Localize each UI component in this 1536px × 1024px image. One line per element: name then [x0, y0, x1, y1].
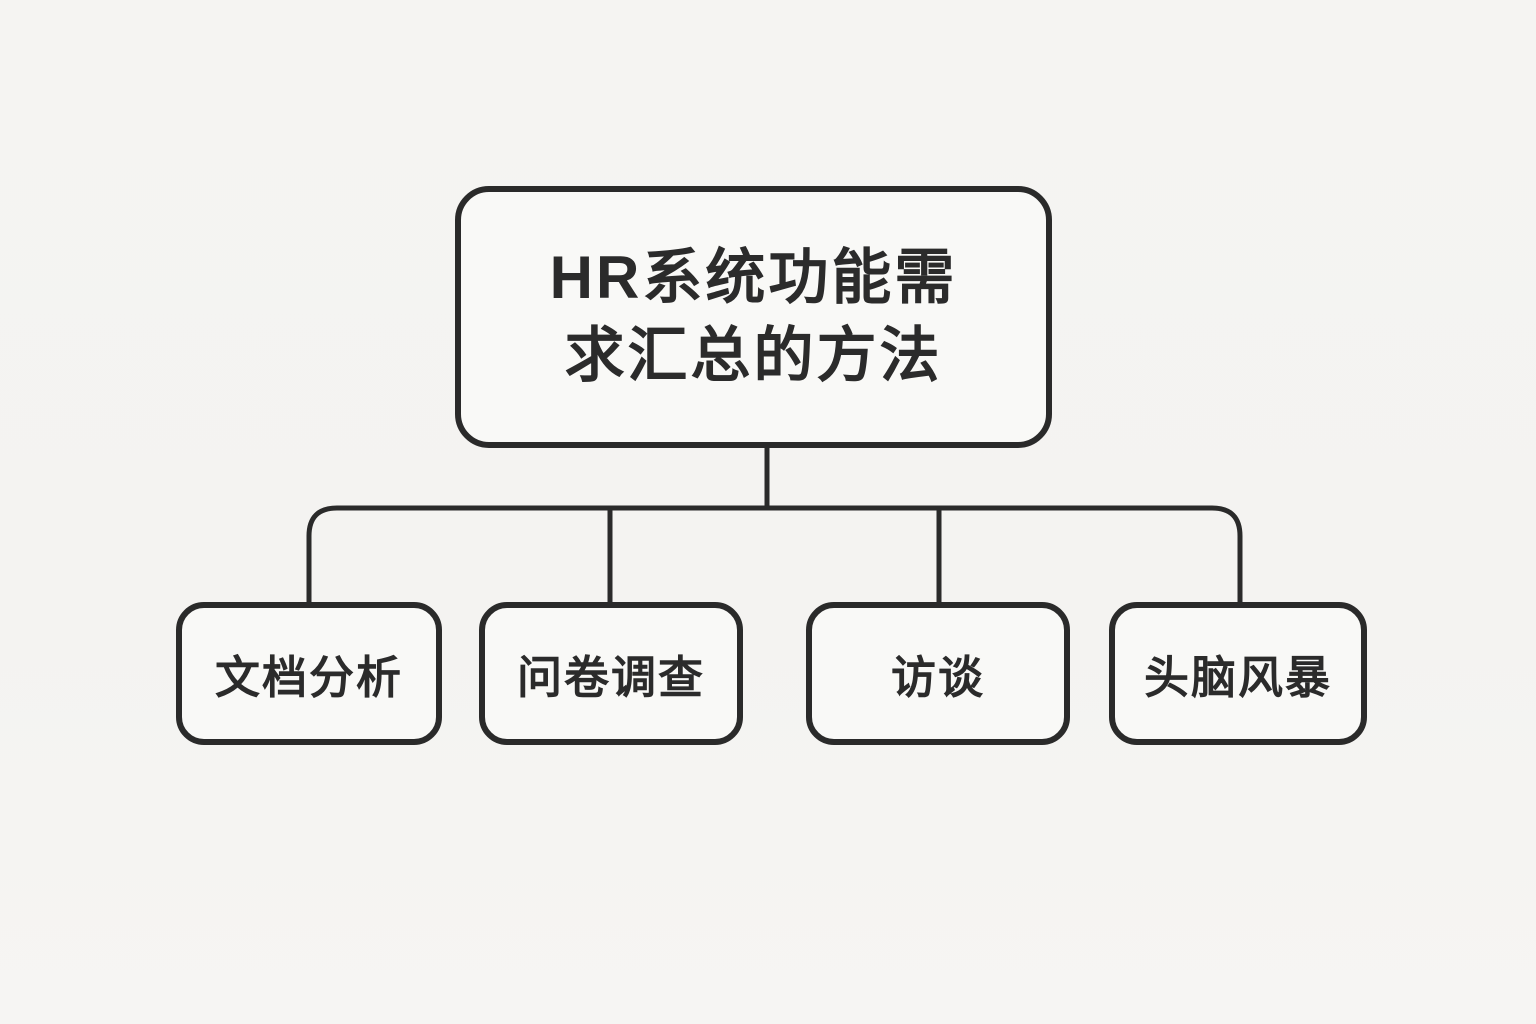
root-node-label-line1: HR系统功能需 — [549, 244, 958, 311]
child-node-label: 头脑风暴 — [1143, 652, 1332, 703]
child-node-label: 问卷调查 — [516, 652, 705, 703]
child-node-label: 文档分析 — [214, 652, 403, 703]
child-node-label: 访谈 — [890, 652, 985, 703]
connector-bus — [306, 505, 1243, 602]
root-node-label-line2: 求汇总的方法 — [564, 322, 943, 389]
child-node-questionnaire: 问卷调查 — [479, 602, 743, 745]
child-node-interview: 访谈 — [806, 602, 1070, 745]
child-node-brainstorm: 头脑风暴 — [1109, 602, 1367, 745]
child-node-document-analysis: 文档分析 — [176, 602, 442, 745]
root-node: HR系统功能需 求汇总的方法 — [455, 186, 1052, 448]
